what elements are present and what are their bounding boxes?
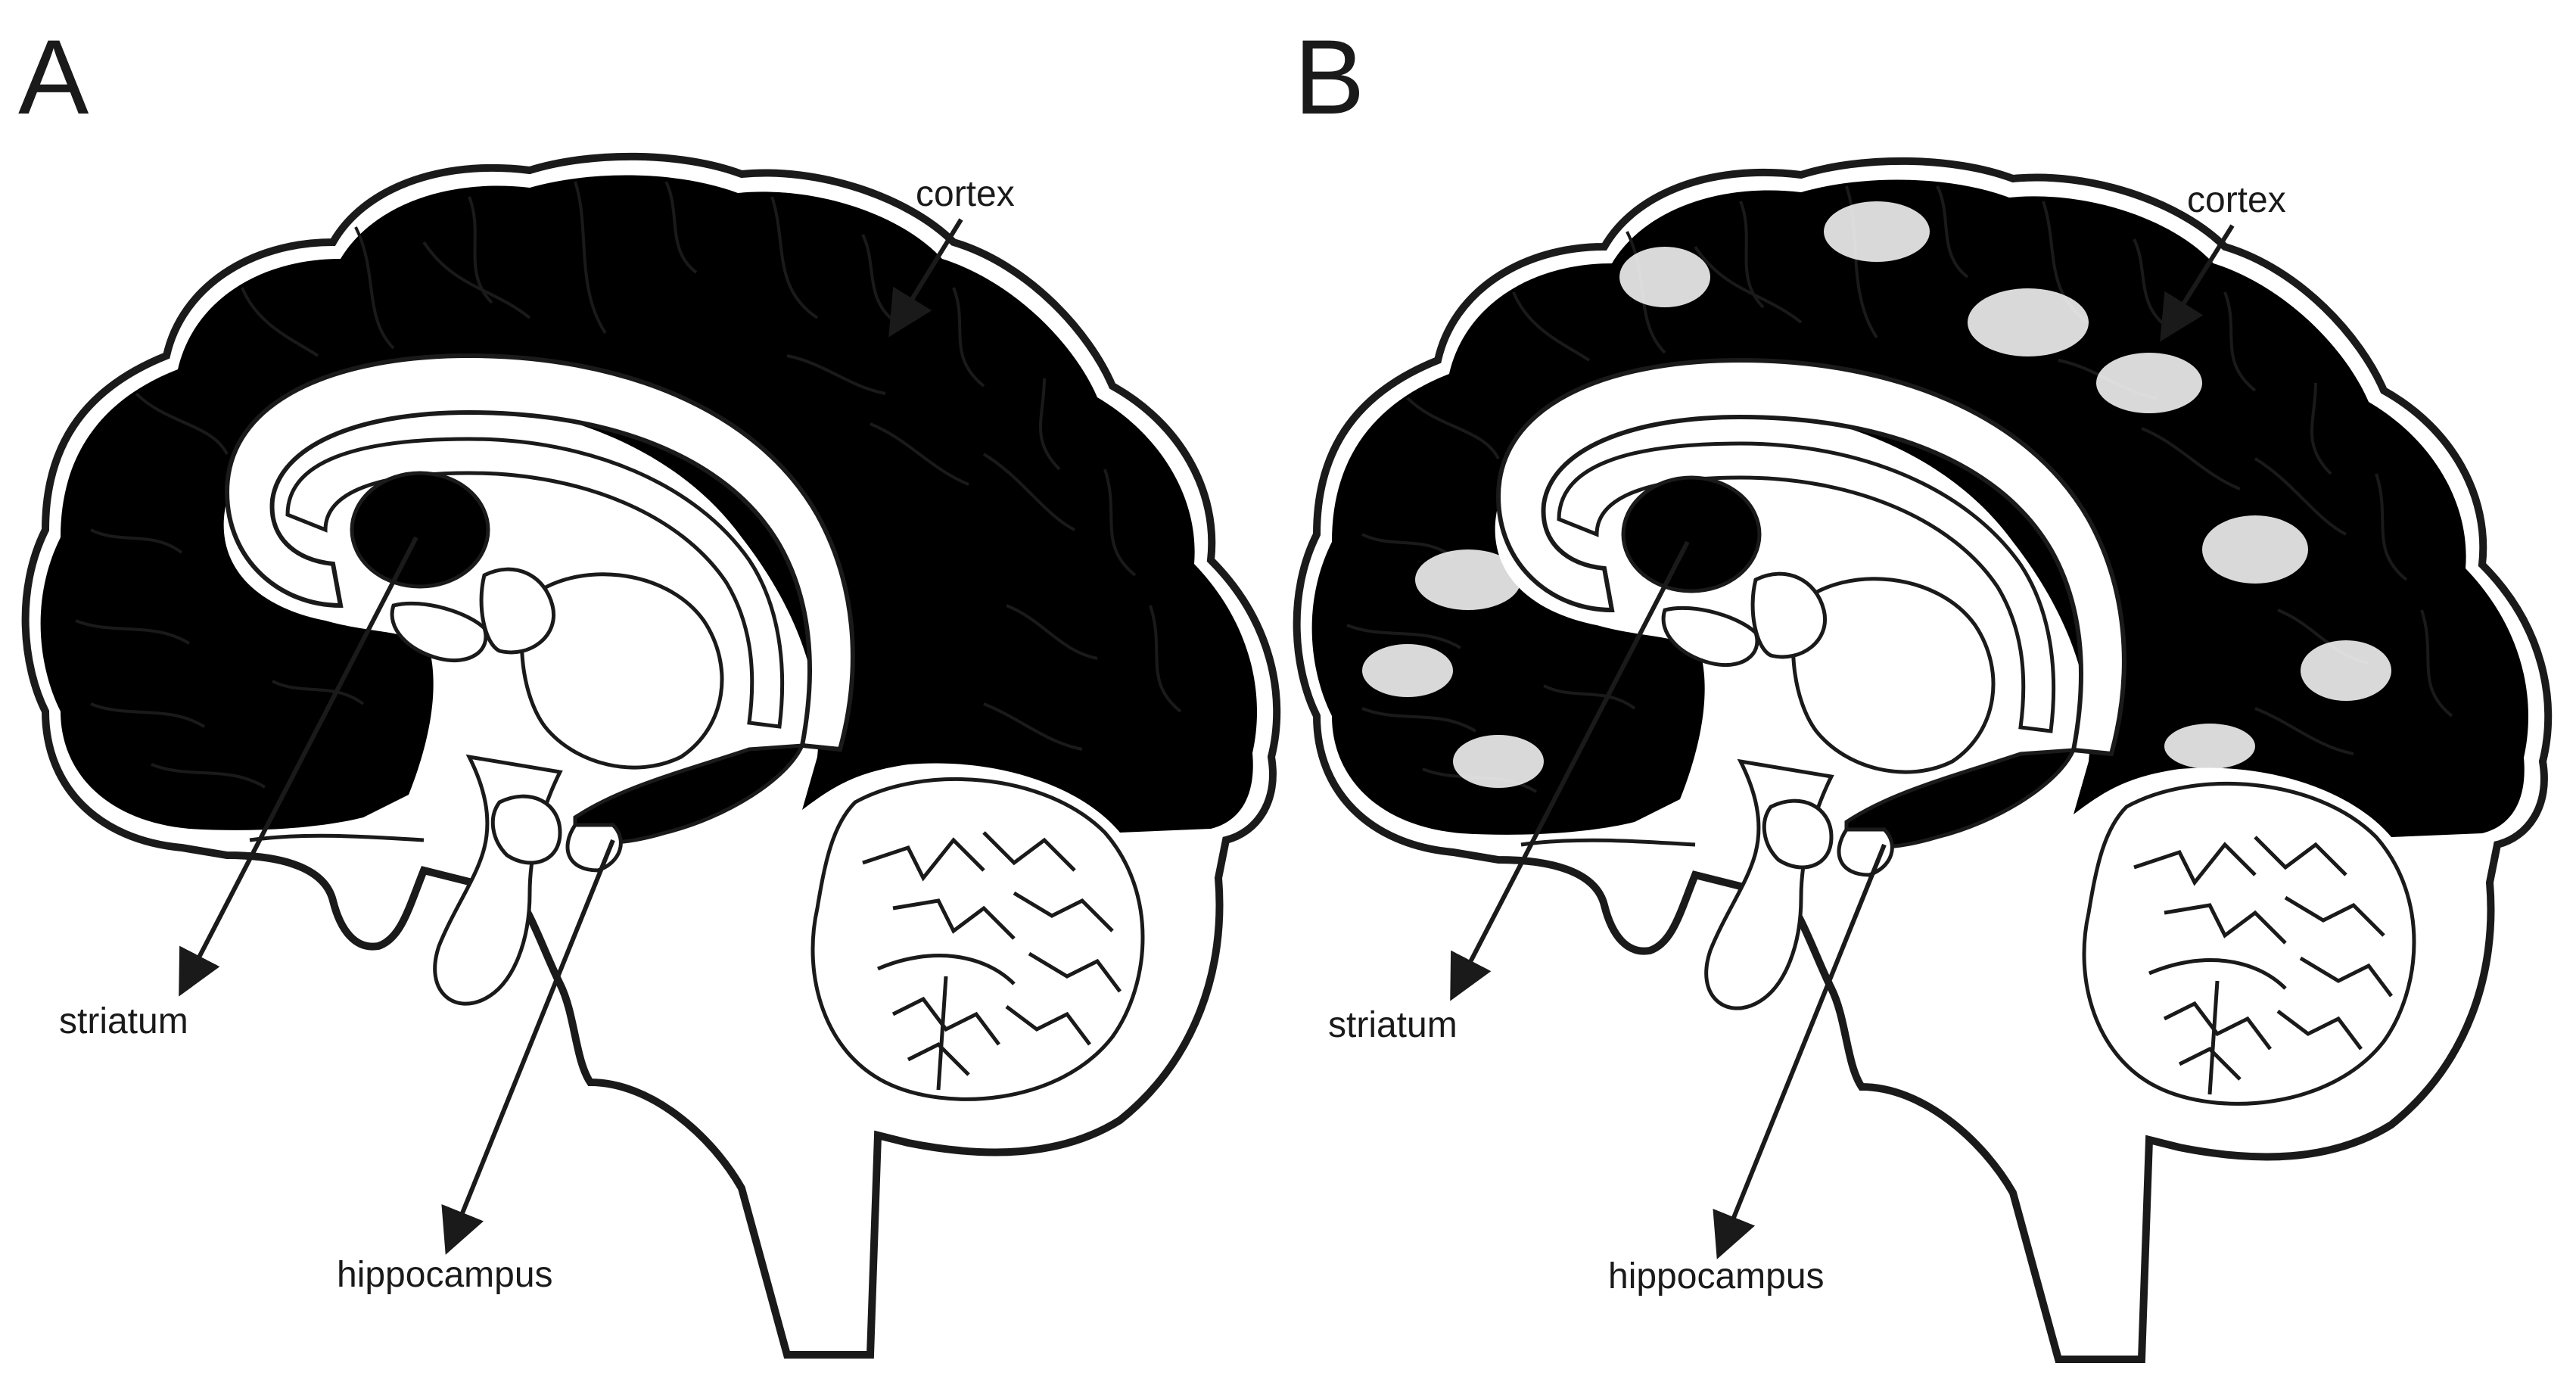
brain-sagittal-illustration — [1297, 161, 2549, 1359]
hippocampus-label: hippocampus — [1608, 1256, 1825, 1297]
cortex-label: cortex — [2187, 180, 2286, 220]
brain-sagittal-illustration — [26, 157, 1277, 1355]
striatum-label: striatum — [1328, 1005, 1458, 1045]
panel-b: B #panel-b-brain .cortex-fill { fill: ur… — [1294, 17, 2548, 1359]
striatum-arrow — [179, 536, 418, 997]
striatum-arrow — [1450, 540, 1690, 1001]
hippocampus-label: hippocampus — [337, 1255, 553, 1295]
panel-letter: A — [18, 17, 89, 136]
panel-letter: B — [1294, 17, 1364, 136]
cortex-label: cortex — [916, 174, 1015, 214]
cortex-arrow — [2160, 224, 2235, 342]
hippocampus-arrow — [441, 839, 615, 1255]
panel-a: A #panel-a-brain .cortex-fill { fill: ur… — [18, 17, 1277, 1355]
hippocampus-arrow — [1713, 843, 1887, 1259]
striatum-label: striatum — [59, 1001, 188, 1041]
cortex-arrow — [888, 218, 963, 338]
sparse-patches — [1362, 201, 2391, 788]
